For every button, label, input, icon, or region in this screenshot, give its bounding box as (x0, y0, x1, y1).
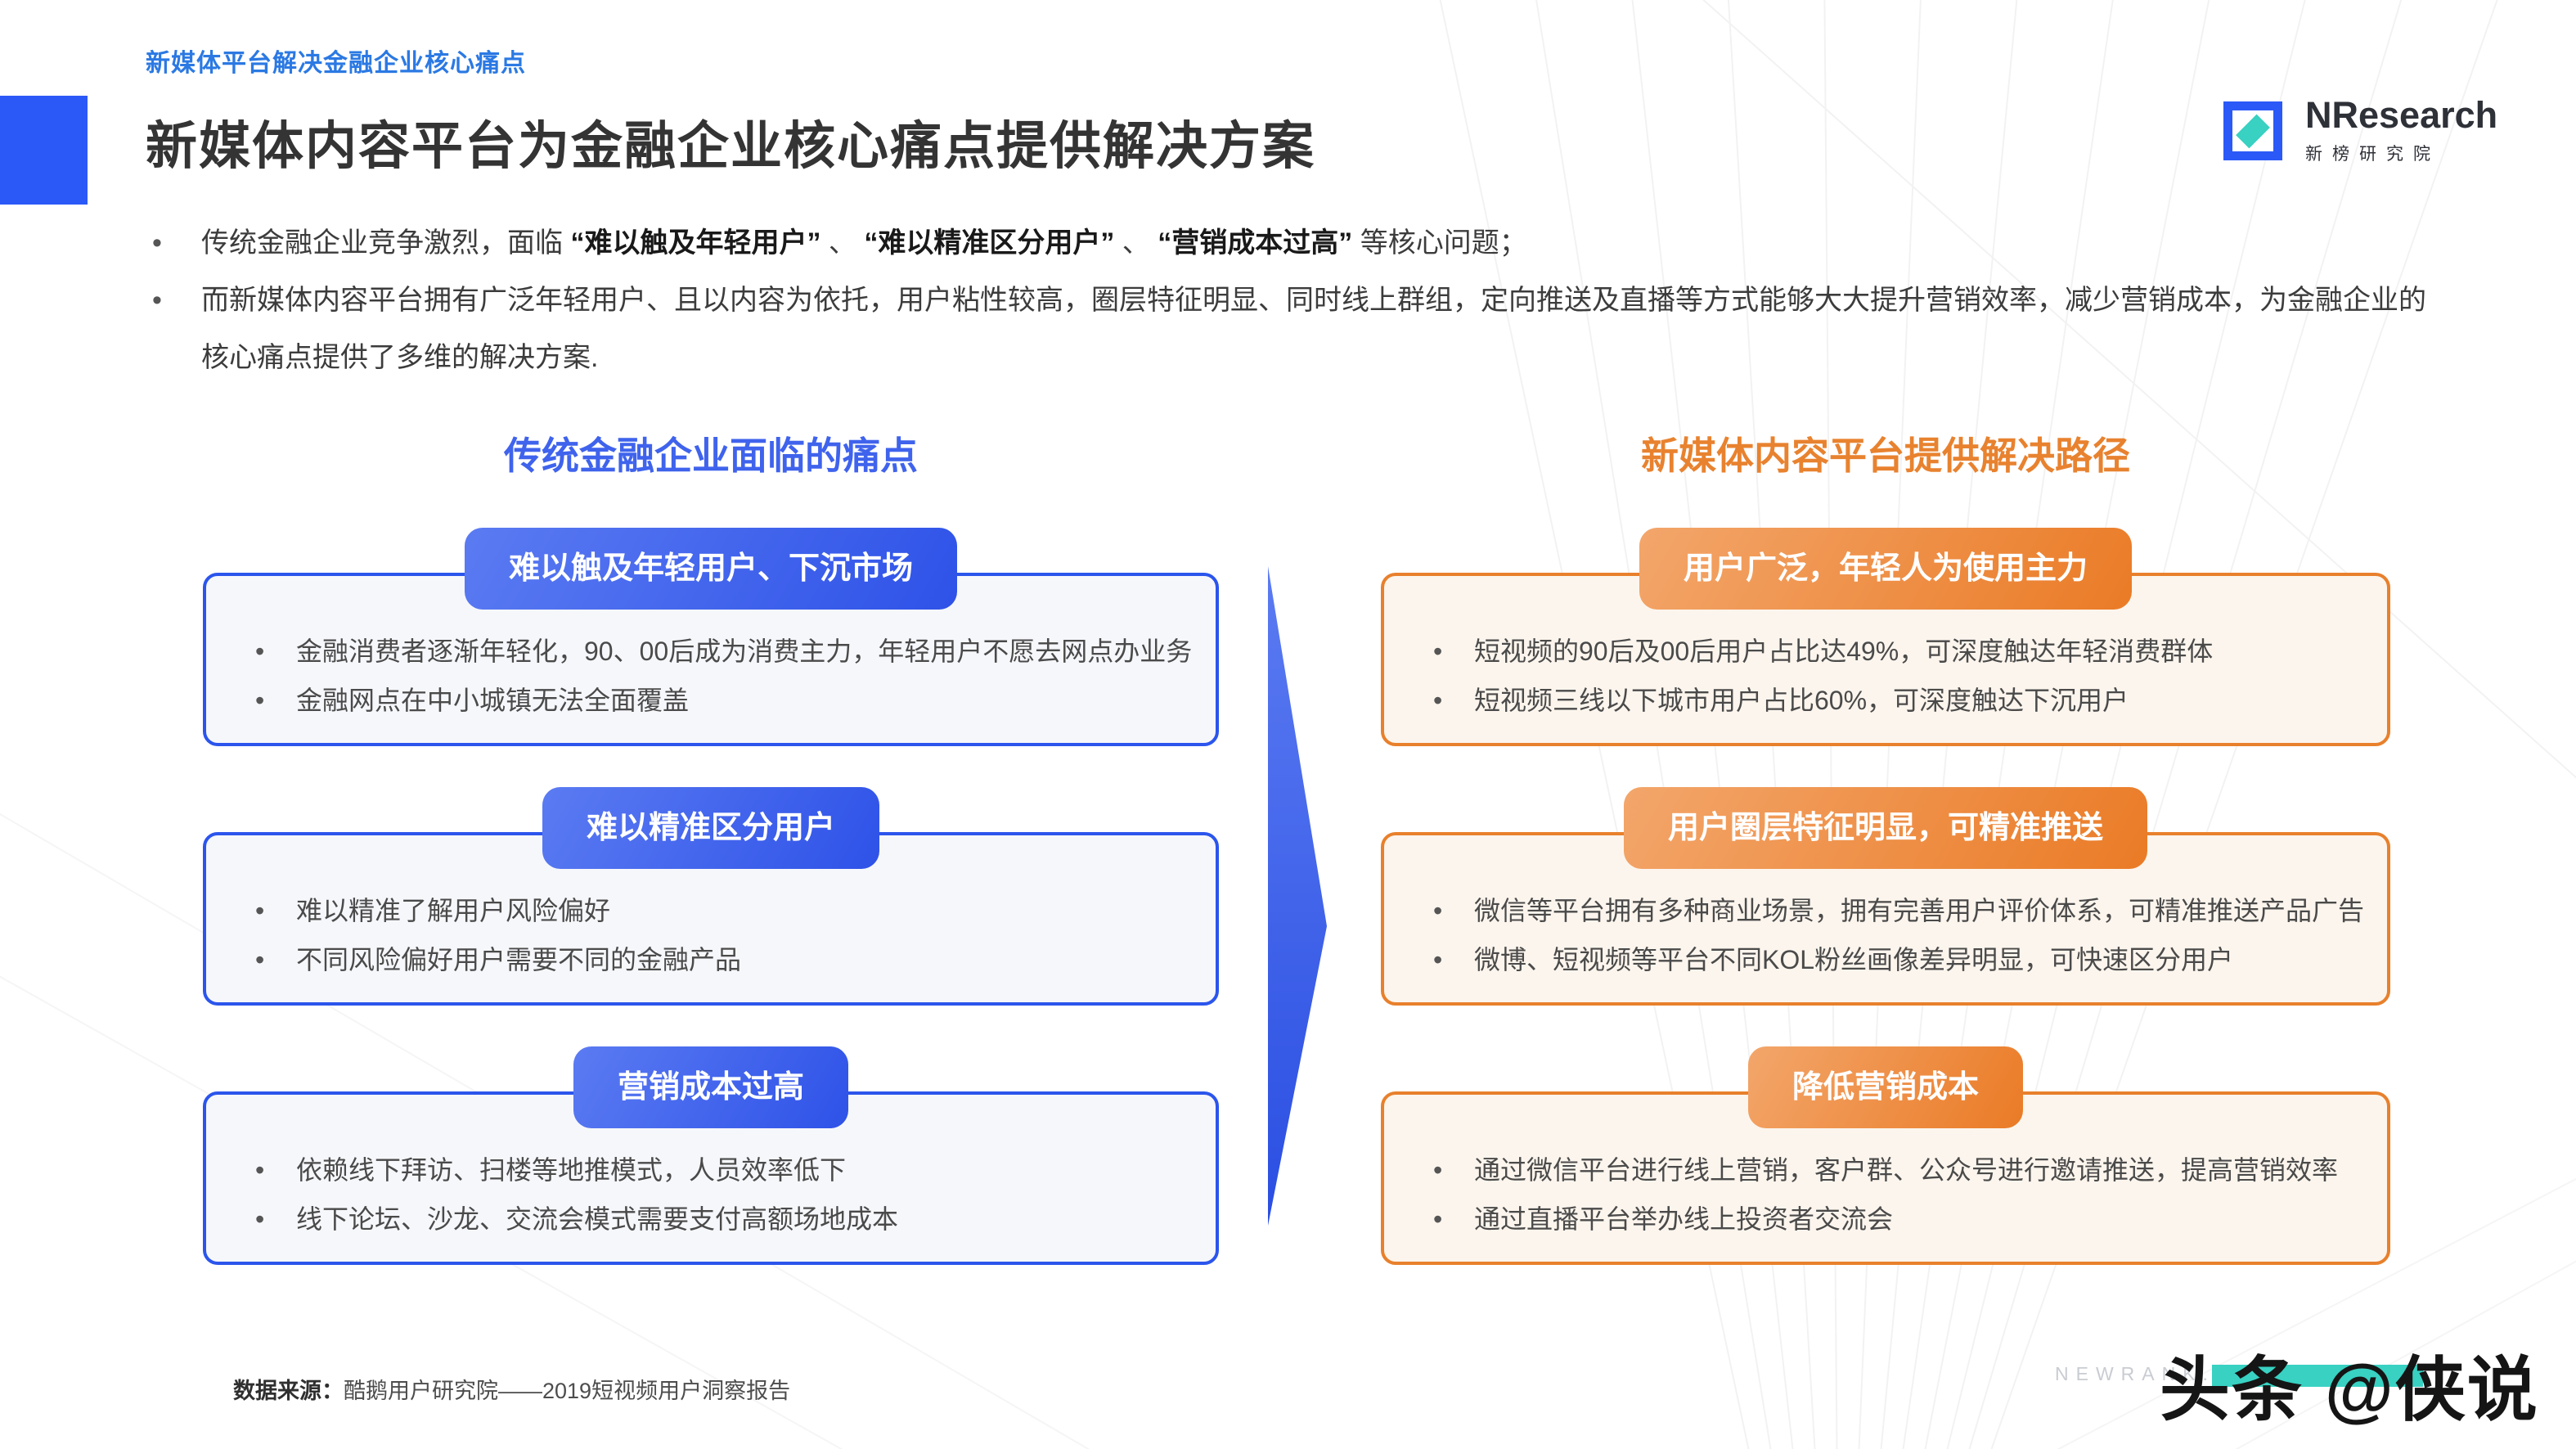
box-item: 依赖线下拜访、扫楼等地推模式，人员效率低下 (254, 1145, 1194, 1195)
left-column-header: 传统金融企业面临的痛点 (504, 434, 918, 477)
toutiao-watermark: 头条 @侠说 (2160, 1352, 2539, 1429)
box-item: 难以精准了解用户风险偏好 (254, 886, 1194, 935)
logo-text: NResearch 新榜研究院 (2305, 97, 2497, 165)
intro-bullet: 而新媒体内容平台拥有广泛年轻用户、且以内容为依托，用户粘性较高，圈层特征明显、同… (147, 272, 2450, 386)
solution-box: 用户广泛，年轻人为使用主力短视频的90后及00后用户占比达49%，可深度触达年轻… (1381, 528, 2390, 746)
box-item: 通过微信平台进行线上营销，客户群、公众号进行邀请推送，提高营销效率 (1432, 1145, 2366, 1195)
box-title-pill: 用户圈层特征明显，可精准推送 (1623, 787, 2148, 869)
data-source-text: 酷鹅用户研究院——2019短视频用户洞察报告 (344, 1379, 791, 1403)
box-panel: 金融消费者逐渐年轻化，90、00后成为消费主力，年轻用户不愿去网点办业务金融网点… (203, 573, 1219, 746)
title-accent-square (0, 96, 88, 205)
watermark-text: 头条 @侠说 (2160, 1351, 2539, 1429)
box-item: 不同风险偏好用户需要不同的金融产品 (254, 935, 1194, 984)
solutions-column: 用户广泛，年轻人为使用主力短视频的90后及00后用户占比达49%，可深度触达年轻… (1381, 528, 2390, 1306)
pain-point-box: 难以精准区分用户难以精准了解用户风险偏好不同风险偏好用户需要不同的金融产品 (203, 787, 1219, 1006)
logo-subtitle: 新榜研究院 (2305, 145, 2440, 164)
nresearch-logo: NResearch 新榜研究院 (2223, 97, 2497, 165)
box-title-pill: 降低营销成本 (1747, 1046, 2024, 1128)
box-item: 短视频三线以下城市用户占比60%，可深度触达下沉用户 (1432, 676, 2366, 725)
pain-point-box: 难以触及年轻用户、下沉市场金融消费者逐渐年轻化，90、00后成为消费主力，年轻用… (203, 528, 1219, 746)
box-title-pill: 营销成本过高 (573, 1046, 849, 1128)
solution-box: 用户圈层特征明显，可精准推送微信等平台拥有多种商业场景，拥有完善用户评价体系，可… (1381, 787, 2390, 1006)
right-column-header: 新媒体内容平台提供解决路径 (1641, 434, 2130, 477)
data-source-label: 数据来源： (233, 1379, 344, 1403)
data-source: 数据来源：酷鹅用户研究院——2019短视频用户洞察报告 (233, 1373, 790, 1405)
box-item: 线下论坛、沙龙、交流会模式需要支付高额场地成本 (254, 1195, 1194, 1244)
box-item: 通过直播平台举办线上投资者交流会 (1432, 1195, 2366, 1244)
intro-bullet: 传统金融企业竞争激烈，面临 “难以触及年轻用户” 、 “难以精准区分用户” 、 … (147, 214, 2450, 272)
intro-list: 传统金融企业竞争激烈，面临 “难以触及年轻用户” 、 “难以精准区分用户” 、 … (147, 214, 2450, 386)
box-title-pill: 难以触及年轻用户、下沉市场 (464, 528, 958, 610)
logo-diamond-shape (2236, 114, 2270, 148)
box-item: 微信等平台拥有多种商业场景，拥有完善用户评价体系，可精准推送产品广告 (1432, 886, 2366, 935)
eyebrow: 新媒体平台解决金融企业核心痛点 (146, 50, 526, 77)
box-item-list: 金融消费者逐渐年轻化，90、00后成为消费主力，年轻用户不愿去网点办业务金融网点… (206, 576, 1216, 725)
box-item: 金融网点在中小城镇无法全面覆盖 (254, 676, 1194, 725)
pain-points-column: 难以触及年轻用户、下沉市场金融消费者逐渐年轻化，90、00后成为消费主力，年轻用… (203, 528, 1219, 1306)
box-item: 微博、短视频等平台不同KOL粉丝画像差异明显，可快速区分用户 (1432, 935, 2366, 984)
pain-point-box: 营销成本过高依赖线下拜访、扫楼等地推模式，人员效率低下线下论坛、沙龙、交流会模式… (203, 1046, 1219, 1265)
logo-brand: NResearch (2305, 94, 2498, 136)
nresearch-logo-icon (2223, 101, 2282, 160)
box-title-pill: 用户广泛，年轻人为使用主力 (1639, 528, 2133, 610)
page-title: 新媒体内容平台为金融企业核心痛点提供解决方案 (146, 118, 1315, 175)
box-title-pill: 难以精准区分用户 (542, 787, 880, 869)
box-item: 短视频的90后及00后用户占比达49%，可深度触达年轻消费群体 (1432, 627, 2366, 676)
solution-box: 降低营销成本通过微信平台进行线上营销，客户群、公众号进行邀请推送，提高营销效率通… (1381, 1046, 2390, 1265)
arrow-right-icon (1268, 566, 1327, 1226)
box-item: 金融消费者逐渐年轻化，90、00后成为消费主力，年轻用户不愿去网点办业务 (254, 627, 1194, 676)
